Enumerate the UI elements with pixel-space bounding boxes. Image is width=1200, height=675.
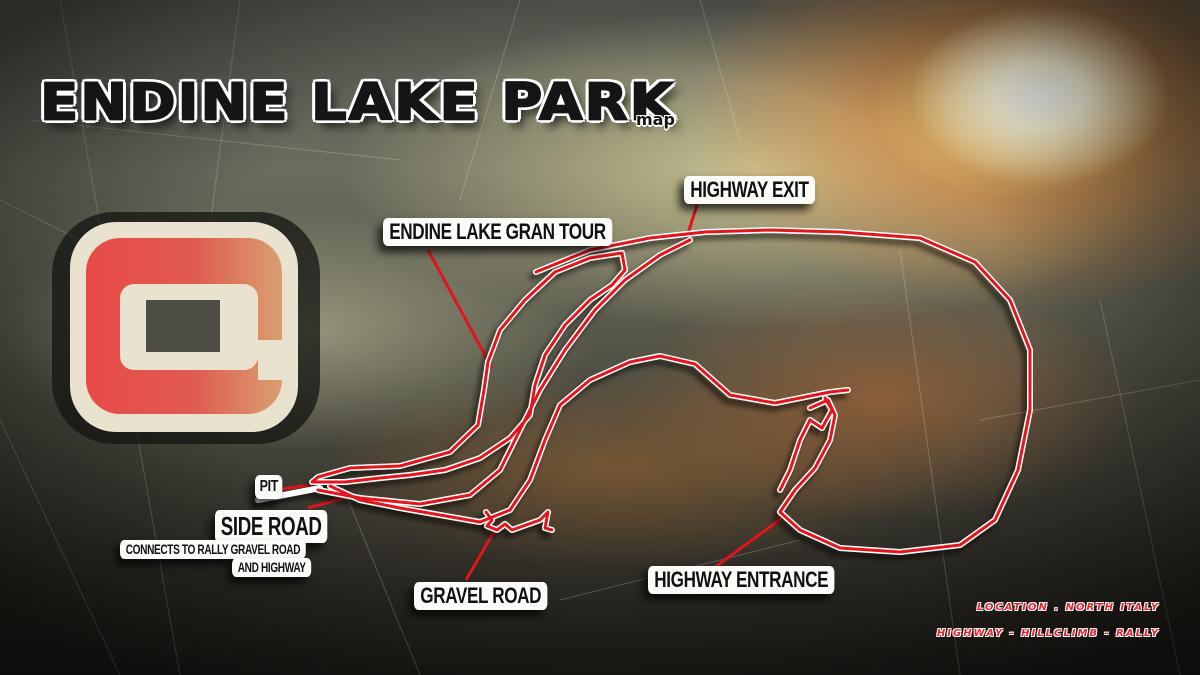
label-side-road: SIDE ROAD: [215, 510, 328, 543]
label-gravel-road: GRAVEL ROAD: [414, 582, 548, 611]
leader-gran-tour: [426, 249, 494, 369]
leader-lines: [281, 204, 783, 581]
leader-highway-entrance: [706, 516, 783, 575]
leader-gravel-road: [464, 524, 500, 581]
label-side-road-note-1: CONNECTS TO RALLY GRAVEL ROAD: [120, 540, 306, 560]
leader-side-road: [307, 495, 349, 510]
label-highway-entrance: HIGHWAY ENTRANCE: [648, 566, 835, 595]
info-disciplines: HIGHWAY - HILLCLIMB - RALLY: [936, 628, 1160, 639]
label-side-road-note-2: AND HIGHWAY: [232, 558, 312, 578]
label-pit: PIT: [255, 475, 283, 499]
label-gran-tour: ENDINE LAKE GRAN TOUR: [383, 218, 612, 247]
map-title: ENDINE LAKE PARK: [39, 73, 675, 132]
label-highway-exit: HIGHWAY EXIT: [684, 176, 815, 205]
map-title-suffix: map: [636, 110, 675, 129]
info-location: LOCATION . NORTH ITALY: [976, 602, 1160, 613]
